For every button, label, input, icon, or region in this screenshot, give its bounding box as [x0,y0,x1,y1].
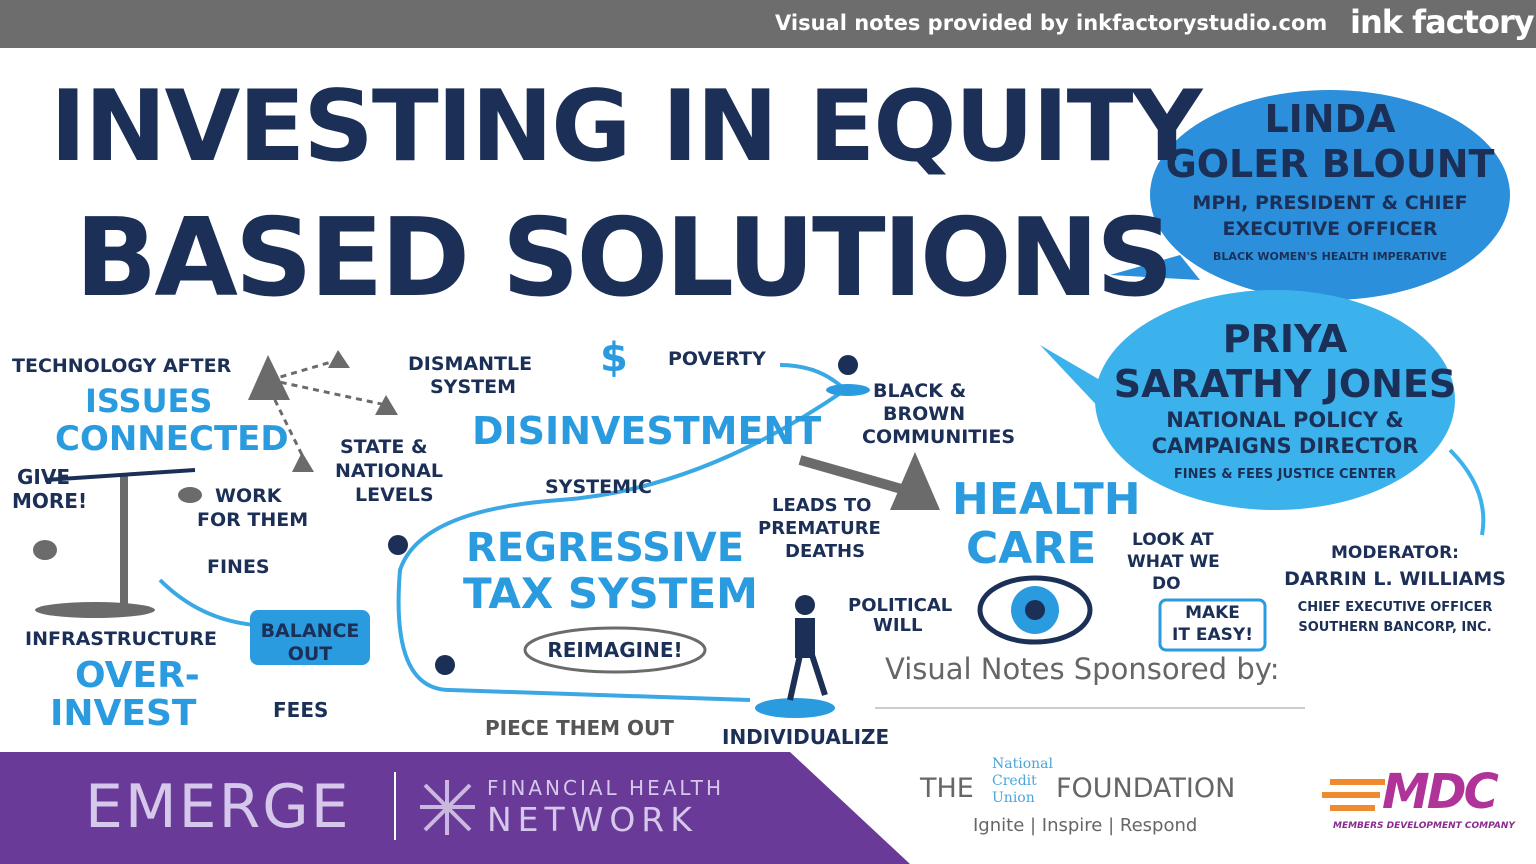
ncuf-national: National [992,756,1053,772]
note-tax-system: TAX SYSTEM [463,569,758,618]
speaker-2-first-name: PRIYA [1222,317,1348,361]
note-connected: CONNECTED [55,419,289,459]
note-look-at: LOOK AT [1132,530,1214,550]
note-work: WORK [215,485,282,507]
note-health: HEALTH [952,474,1141,525]
note-more: MORE! [12,489,88,513]
speaker-2-last-name: SARATHY JONES [1113,362,1457,406]
credit-text: Visual notes provided by inkfactorystudi… [775,11,1328,35]
note-national: NATIONAL [335,460,444,482]
note-systemic: SYSTEMIC [545,476,652,498]
eye-icon [977,575,1093,645]
thought-bubble [523,626,707,674]
note-give: GIVE [17,465,70,489]
speaker-1-role: MPH, PRESIDENT & CHIEF [1192,192,1468,214]
warning-icon-large [890,452,940,510]
moderator-org: SOUTHERN BANCORP, INC. [1298,620,1492,635]
moderator-role: CHIEF EXECUTIVE OFFICER [1297,600,1493,615]
moderator-label: MODERATOR: [1331,543,1459,563]
note-issues: ISSUES [85,382,213,420]
fhn-logo-line-2: NETWORK [487,800,698,839]
note-infrastructure: INFRASTRUCTURE [25,628,217,650]
note-out: OUT [287,643,333,665]
mdc-subtitle: MEMBERS DEVELOPMENT COMPANY [1333,821,1515,831]
note-system: SYSTEM [430,376,516,398]
note-for-them: FOR THEM [197,509,309,531]
note-brown: BROWN [883,403,966,425]
speaker-2-org: FINES & FEES JUSTICE CENTER [1173,467,1397,482]
note-what-we: WHAT WE [1127,552,1220,572]
note-state: STATE & [340,436,428,458]
fhn-logo-icon [420,780,475,835]
speaker-1-org: BLACK WOMEN'S HEALTH IMPERATIVE [1213,250,1447,263]
speaker-bubble-1 [1150,90,1510,300]
top-banner [0,0,1536,48]
sponsored-by-label: Visual Notes Sponsored by: [885,652,1280,686]
note-will: WILL [873,615,923,636]
note-technology: TECHNOLOGY AFTER [12,355,232,377]
speaker-bubble-2 [1095,290,1455,510]
note-individualize: INDIVIDUALIZE [722,725,890,749]
note-it-easy: IT EASY! [1172,625,1253,645]
warning-icons [248,350,940,510]
map-pin-icons [388,355,858,675]
title-line-2: BASED SOLUTIONS [75,196,1174,321]
note-care: CARE [966,523,1097,574]
title-line-1: INVESTING IN EQUITY [50,70,1202,184]
note-black: BLACK & [873,380,967,402]
note-invest: INVEST [50,693,197,734]
note-levels: LEVELS [355,484,434,506]
emerge-logo: EMERGE [85,772,351,842]
balance-out-box [250,610,370,665]
ncuf-credit: Credit [992,773,1037,789]
speaker-1-last-name: GOLER BLOUNT [1165,142,1495,186]
mdc-logo-lines [1322,779,1385,811]
note-political: POLITICAL [848,595,953,616]
mdc-logo: MDC [1382,764,1499,820]
note-make: MAKE [1185,603,1240,623]
ncuf-the: THE [920,773,974,804]
note-do: DO [1152,574,1181,594]
note-disinvestment: DISINVESTMENT [472,409,822,453]
ncuf-tagline: Ignite | Inspire | Respond [973,815,1198,836]
dollar-icon: $ [600,335,628,381]
note-communities: COMMUNITIES [862,426,1016,448]
ink-factory-logo: ink factory [1350,3,1535,41]
speaker-1-first-name: LINDA [1264,97,1396,141]
note-piece-them-out: PIECE THEM OUT [485,716,674,740]
note-reimagine: REIMAGINE! [547,638,683,662]
note-fines: FINES [207,556,270,578]
person-icon [787,595,828,701]
speaker-1-role-2: EXECUTIVE OFFICER [1222,218,1438,240]
note-balance: BALANCE [260,620,360,642]
note-regressive: REGRESSIVE [466,525,745,571]
scale-icon [33,468,202,618]
ncuf-foundation: FOUNDATION [1056,773,1236,804]
speaker-2-role: NATIONAL POLICY & [1166,408,1404,432]
fhn-logo-line-1: FINANCIAL HEALTH [487,776,725,800]
moderator-name: DARRIN L. WILLIAMS [1284,568,1506,590]
note-deaths: DEATHS [785,541,866,562]
speaker-2-role-2: CAMPAIGNS DIRECTOR [1151,434,1419,458]
note-leads-to: LEADS TO [772,495,872,516]
note-premature: PREMATURE [758,518,881,539]
note-over: OVER- [75,655,200,696]
ncuf-union: Union [992,790,1035,806]
note-dismantle: DISMANTLE [408,353,533,375]
note-fees: FEES [273,698,329,722]
note-poverty: POVERTY [668,348,766,370]
